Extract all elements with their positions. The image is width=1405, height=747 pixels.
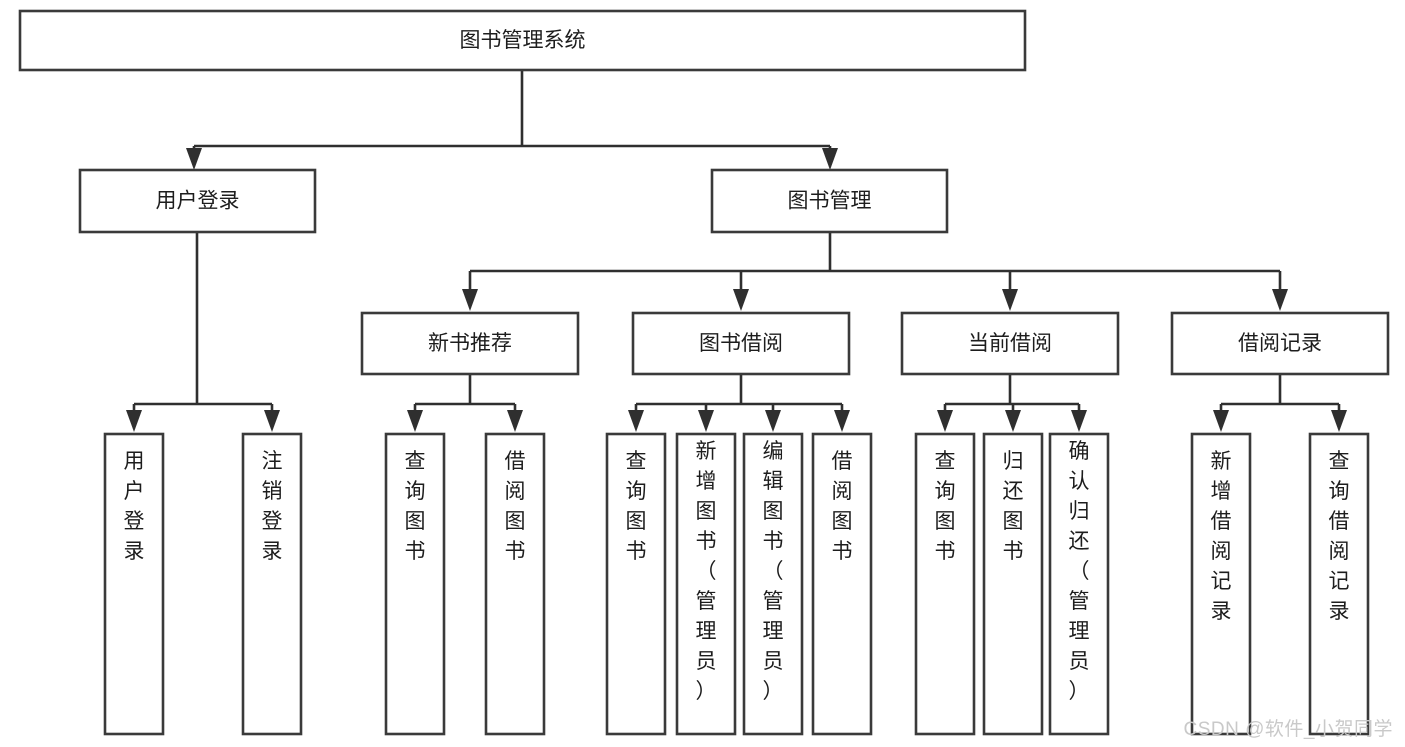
arrow-head-icon xyxy=(1002,289,1018,311)
node-box xyxy=(605,432,667,736)
node-leaf-confirm-return-admin[interactable]: 确认归还（管理员） xyxy=(1048,432,1110,736)
node-box xyxy=(78,168,317,234)
arrow-head-icon xyxy=(698,410,714,432)
node-label: 新增图书（管理员） xyxy=(696,440,717,703)
node-label: 图书管理系统 xyxy=(460,29,586,52)
node-label: 归还图书 xyxy=(1003,450,1024,563)
arrow-head-icon xyxy=(1272,289,1288,311)
node-leaf-query-book-recommend[interactable]: 查询图书 xyxy=(384,432,446,736)
node-label: 新书推荐 xyxy=(428,332,512,355)
node-leaf-query-book-current[interactable]: 查询图书 xyxy=(914,432,976,736)
node-leaf-user-login[interactable]: 用户登录 xyxy=(103,432,165,736)
node-box xyxy=(914,432,976,736)
arrow-head-icon xyxy=(822,148,838,170)
node-book-management[interactable]: 图书管理 xyxy=(710,168,949,234)
node-label: 查询图书 xyxy=(405,450,426,563)
node-label: 新增借阅记录 xyxy=(1211,450,1232,623)
arrow-head-icon xyxy=(765,410,781,432)
node-leaf-query-borrow-record[interactable]: 查询借阅记录 xyxy=(1308,432,1370,736)
node-label: 用户登录 xyxy=(156,190,240,213)
node-box xyxy=(360,311,580,376)
node-leaf-user-logout[interactable]: 注销登录 xyxy=(241,432,303,736)
node-box xyxy=(103,432,165,736)
node-box xyxy=(1170,311,1390,376)
arrow-head-icon xyxy=(264,410,280,432)
node-box xyxy=(811,432,873,736)
node-box xyxy=(900,311,1120,376)
node-box xyxy=(1048,432,1110,736)
node-leaf-borrow-book[interactable]: 借阅图书 xyxy=(811,432,873,736)
node-current-borrow[interactable]: 当前借阅 xyxy=(900,311,1120,376)
node-new-book-recommend[interactable]: 新书推荐 xyxy=(360,311,580,376)
node-label: 查询图书 xyxy=(935,450,956,563)
arrow-head-icon xyxy=(126,410,142,432)
arrow-head-icon xyxy=(462,289,478,311)
node-label: 图书借阅 xyxy=(699,332,783,355)
arrow-head-icon xyxy=(407,410,423,432)
node-book-borrow[interactable]: 图书借阅 xyxy=(631,311,851,376)
node-label: 借阅记录 xyxy=(1238,332,1322,355)
node-label: 查询图书 xyxy=(626,450,647,563)
arrow-head-icon xyxy=(733,289,749,311)
node-leaf-query-book-borrow[interactable]: 查询图书 xyxy=(605,432,667,736)
node-box xyxy=(241,432,303,736)
node-label: 确认归还（管理员） xyxy=(1069,440,1090,703)
node-label: 编辑图书（管理员） xyxy=(763,440,784,703)
node-box xyxy=(484,432,546,736)
node-layer: 图书管理系统用户登录图书管理新书推荐图书借阅当前借阅借阅记录用户登录注销登录查询… xyxy=(18,9,1390,736)
node-box xyxy=(1308,432,1370,736)
arrow-head-icon xyxy=(1213,410,1229,432)
node-label: 查询借阅记录 xyxy=(1329,450,1350,623)
node-leaf-borrow-book-recommend[interactable]: 借阅图书 xyxy=(484,432,546,736)
connector-layer xyxy=(126,70,1347,432)
arrow-head-icon xyxy=(1005,410,1021,432)
arrow-head-icon xyxy=(834,410,850,432)
arrow-head-icon xyxy=(1071,410,1087,432)
watermark-label: CSDN @软件_小贺同学 xyxy=(1183,719,1393,740)
node-box xyxy=(710,168,949,234)
node-box xyxy=(982,432,1044,736)
node-box xyxy=(1190,432,1252,736)
node-box xyxy=(742,432,804,736)
node-box xyxy=(675,432,737,736)
arrow-head-icon xyxy=(1331,410,1347,432)
node-label: 用户登录 xyxy=(124,450,145,563)
node-box xyxy=(18,9,1027,72)
node-leaf-add-book-admin[interactable]: 新增图书（管理员） xyxy=(675,432,737,736)
node-user-login[interactable]: 用户登录 xyxy=(78,168,317,234)
node-leaf-add-borrow-record[interactable]: 新增借阅记录 xyxy=(1190,432,1252,736)
node-label: 图书管理 xyxy=(788,190,872,213)
node-label: 当前借阅 xyxy=(968,332,1052,355)
arrow-head-icon xyxy=(507,410,523,432)
arrow-head-icon xyxy=(628,410,644,432)
node-leaf-edit-book-admin[interactable]: 编辑图书（管理员） xyxy=(742,432,804,736)
node-box xyxy=(631,311,851,376)
node-box xyxy=(384,432,446,736)
node-label: 注销登录 xyxy=(262,450,283,563)
node-leaf-return-book[interactable]: 归还图书 xyxy=(982,432,1044,736)
node-borrow-record[interactable]: 借阅记录 xyxy=(1170,311,1390,376)
node-label: 借阅图书 xyxy=(505,450,526,563)
arrow-head-icon xyxy=(937,410,953,432)
arrow-head-icon xyxy=(186,148,202,170)
node-root[interactable]: 图书管理系统 xyxy=(18,9,1027,72)
node-label: 借阅图书 xyxy=(832,450,853,563)
